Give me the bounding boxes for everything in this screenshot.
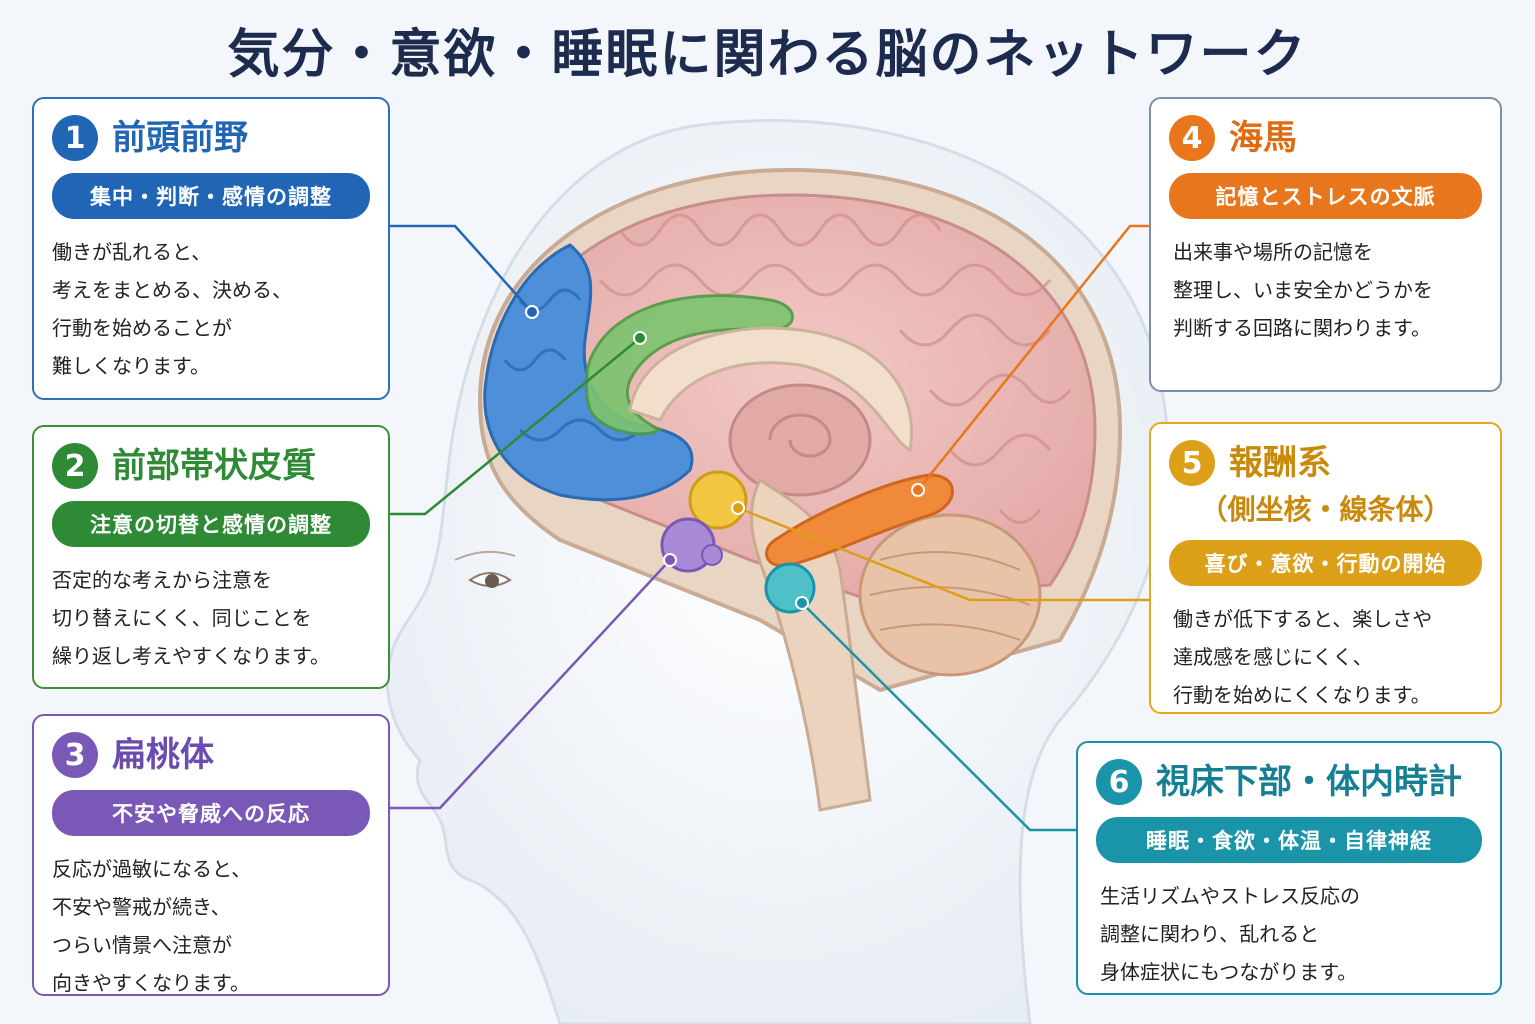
- leader-lines: [390, 224, 1149, 832]
- function-pill: 不安や脅威への反応: [52, 790, 370, 836]
- number-badge: 3: [52, 732, 98, 778]
- card-title: 前部帯状皮質: [112, 445, 316, 486]
- description-line: 出来事や場所の記憶を: [1173, 240, 1373, 264]
- card-title: 海馬: [1229, 117, 1297, 158]
- description-line: 否定的な考えから注意を: [52, 568, 272, 592]
- reward-system-region: [688, 470, 748, 530]
- card-title: 前頭前野: [112, 117, 248, 158]
- card-subtitle: （側坐核・線条体）: [1199, 493, 1452, 526]
- description-line: 働きが低下すると、楽しさや: [1173, 607, 1433, 631]
- card-prefrontal-cortex: 1 前頭前野 集中・判断・感情の調整 働きが乱れると、 考えをまとめる、決める、…: [32, 97, 390, 400]
- description-line: 難しくなります。: [52, 354, 210, 378]
- number-badge: 4: [1169, 115, 1215, 161]
- description-line: つらい情景へ注意が: [52, 933, 232, 957]
- description-line: 行動を始めにくくなります。: [1173, 683, 1431, 707]
- number-badge: 5: [1169, 440, 1215, 486]
- card-description: 出来事や場所の記憶を 整理し、いま安全かどうかを 判断する回路に関わります。: [1173, 233, 1482, 347]
- function-pill: 集中・判断・感情の調整: [52, 173, 370, 219]
- card-description: 生活リズムやストレス反応の 調整に関わり、乱れると 身体症状にもつながります。: [1100, 877, 1482, 991]
- description-line: 反応が過敏になると、: [52, 857, 252, 881]
- card-reward-system: 5 報酬系 （側坐核・線条体） 喜び・意欲・行動の開始 働きが低下すると、楽しさ…: [1149, 422, 1502, 714]
- number-badge: 6: [1096, 759, 1142, 805]
- leader-dots: [525, 305, 925, 610]
- description-line: 整理し、いま安全かどうかを: [1173, 278, 1433, 302]
- description-line: 身体症状にもつながります。: [1100, 960, 1358, 984]
- card-title: 報酬系: [1229, 442, 1331, 483]
- function-pill: 記憶とストレスの文脈: [1169, 173, 1482, 219]
- description-line: 切り替えにくく、同じことを: [52, 606, 312, 630]
- card-description: 働きが低下すると、楽しさや 達成感を感じにくく、 行動を始めにくくなります。: [1173, 600, 1482, 714]
- function-pill: 睡眠・食欲・体温・自律神経: [1096, 817, 1482, 863]
- page-title: 気分・意欲・睡眠に関わる脳のネットワーク: [227, 25, 1308, 85]
- description-line: 働きが乱れると、: [52, 240, 212, 264]
- card-description: 反応が過敏になると、 不安や警戒が続き、 つらい情景へ注意が 向きやすくなります…: [52, 850, 370, 1002]
- cingulate-region: [584, 294, 794, 436]
- number-badge: 2: [52, 443, 98, 489]
- card-description: 否定的な考えから注意を 切り替えにくく、同じことを 繰り返し考えやすくなります。: [52, 561, 370, 675]
- card-amygdala: 3 扁桃体 不安や脅威への反応 反応が過敏になると、 不安や警戒が続き、 つらい…: [32, 714, 390, 996]
- card-anterior-cingulate: 2 前部帯状皮質 注意の切替と感情の調整 否定的な考えから注意を 切り替えにくく…: [32, 425, 390, 689]
- description-line: 考えをまとめる、決める、: [52, 278, 292, 302]
- description-line: 調整に関わり、乱れると: [1100, 922, 1320, 946]
- corpus-callosum: [628, 326, 913, 453]
- description-line: 行動を始めることが: [52, 316, 232, 340]
- card-title: 視床下部・体内時計: [1156, 761, 1462, 802]
- card-title: 扁桃体: [112, 734, 214, 775]
- description-line: 向きやすくなります。: [52, 971, 250, 995]
- function-pill: 喜び・意欲・行動の開始: [1169, 540, 1482, 586]
- number-badge: 1: [52, 115, 98, 161]
- description-line: 達成感を感じにくく、: [1173, 645, 1373, 669]
- description-line: 不安や警戒が続き、: [52, 895, 231, 919]
- function-pill: 注意の切替と感情の調整: [52, 501, 370, 547]
- description-line: 判断する回路に関わります。: [1173, 316, 1431, 340]
- card-hippocampus: 4 海馬 記憶とストレスの文脈 出来事や場所の記憶を 整理し、いま安全かどうかを…: [1149, 97, 1502, 392]
- gyri-texture: [598, 213, 1072, 524]
- card-description: 働きが乱れると、 考えをまとめる、決める、 行動を始めることが 難しくなります。: [52, 233, 370, 385]
- description-line: 生活リズムやストレス反応の: [1100, 884, 1360, 908]
- cerebellum: [858, 513, 1042, 677]
- description-line: 繰り返し考えやすくなります。: [52, 644, 330, 668]
- card-hypothalamus: 6 視床下部・体内時計 睡眠・食欲・体温・自律神経 生活リズムやストレス反応の …: [1076, 741, 1502, 995]
